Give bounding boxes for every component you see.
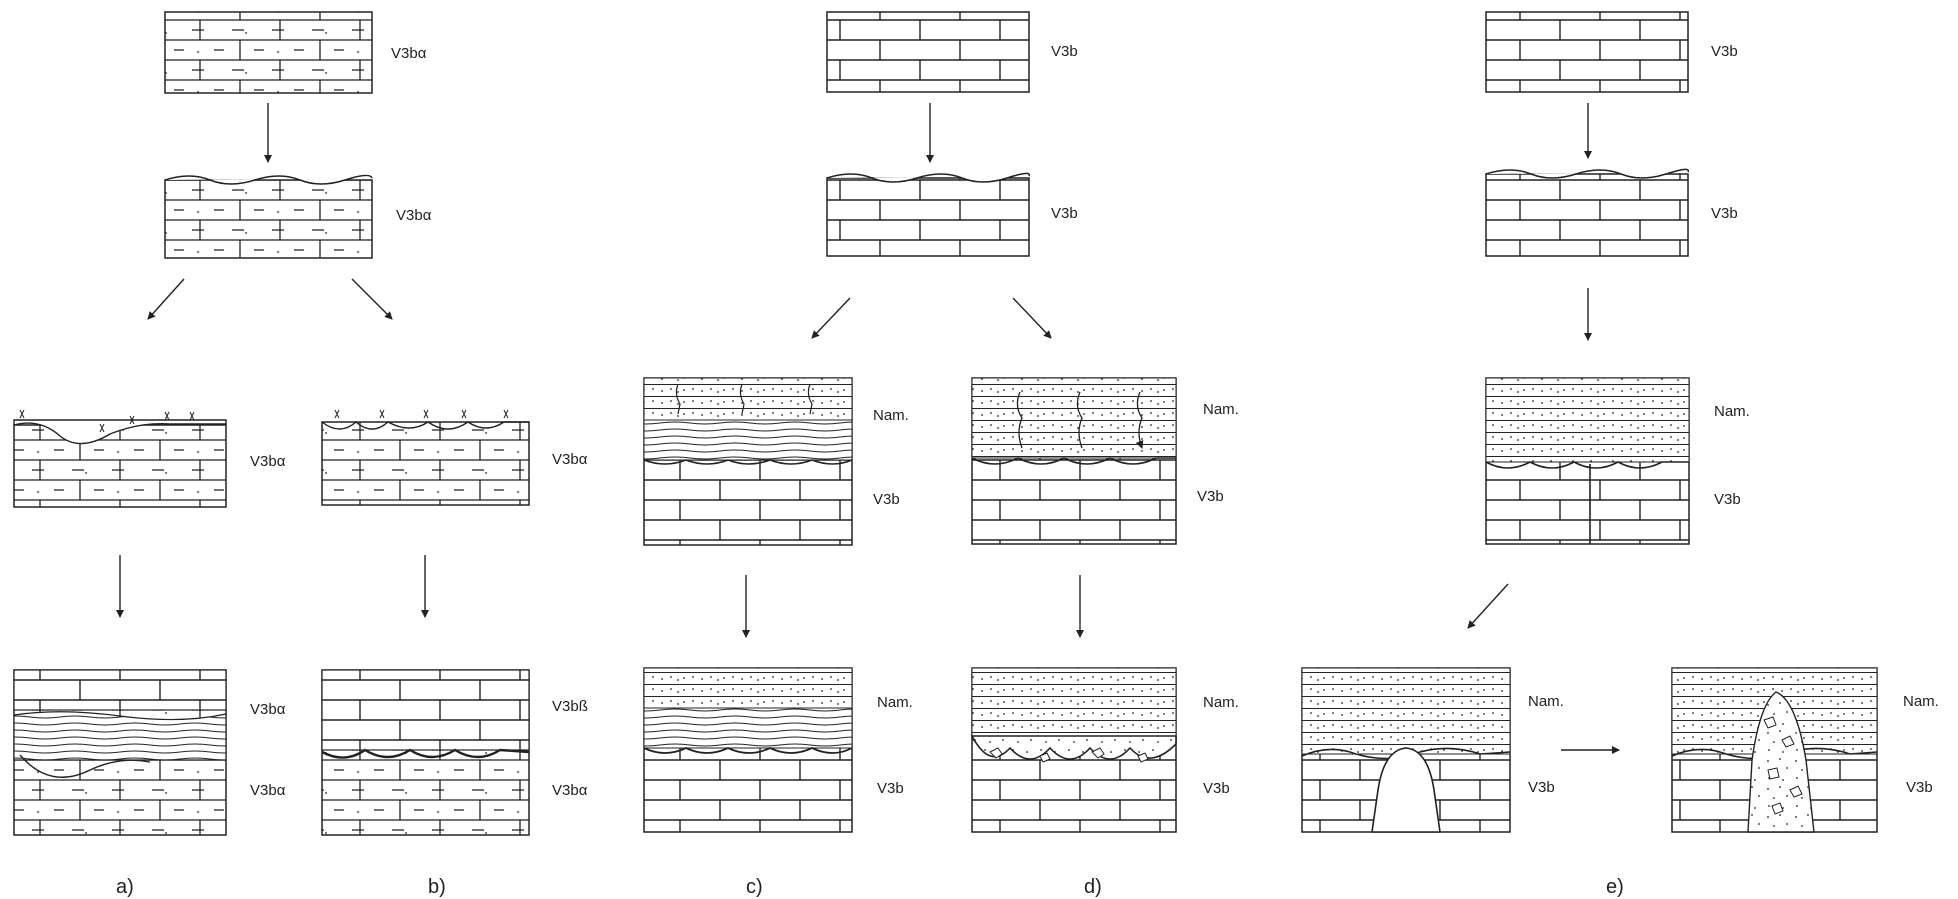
block-b-final bbox=[322, 670, 529, 835]
label-e-breccia-v3b: V3b bbox=[1906, 779, 1933, 796]
block-cd-eroded bbox=[827, 178, 1029, 256]
block-e-top bbox=[1486, 12, 1688, 92]
block-a-karst bbox=[14, 425, 226, 507]
label-a-final-top: V3bα bbox=[250, 701, 286, 718]
block-c-final bbox=[644, 668, 852, 832]
label-d-final-nam: Nam. bbox=[1203, 694, 1239, 711]
label-b-final-bottom: V3bα bbox=[552, 782, 588, 799]
label-e-mid: V3b bbox=[1711, 205, 1738, 222]
label-a-top: V3bα bbox=[391, 45, 427, 62]
label-c-v3b: V3b bbox=[873, 491, 900, 508]
label-cd-top: V3b bbox=[1051, 43, 1078, 60]
caption-d: d) bbox=[1084, 876, 1102, 898]
label-a-mid: V3bα bbox=[396, 207, 432, 224]
label-e-cave-nam: Nam. bbox=[1528, 693, 1564, 710]
arrow-e3 bbox=[1468, 584, 1508, 628]
block-c-cover bbox=[644, 378, 852, 545]
label-c-final-nam: Nam. bbox=[877, 694, 913, 711]
series-e: V3b V3b Nam. V3b Nam. V3b bbox=[1302, 12, 1939, 898]
label-d-final-v3b: V3b bbox=[1203, 780, 1230, 797]
vegetation-b bbox=[335, 410, 508, 418]
arrow-cd-right bbox=[1013, 298, 1051, 338]
caption-a: a) bbox=[116, 876, 134, 898]
block-a-eroded bbox=[165, 180, 372, 258]
label-cd-mid: V3b bbox=[1051, 205, 1078, 222]
series-ab: V3bα V3bα V3bα V3bα V3bα V3bα bbox=[14, 12, 588, 898]
label-a-final-bottom: V3bα bbox=[250, 782, 286, 799]
arrow-a-right bbox=[352, 279, 392, 319]
label-b-karst: V3bα bbox=[552, 451, 588, 468]
block-a-top bbox=[165, 12, 372, 93]
block-a-final bbox=[14, 670, 226, 835]
block-e-cave bbox=[1302, 668, 1510, 832]
label-a-karst: V3bα bbox=[250, 453, 286, 470]
block-cd-top bbox=[827, 12, 1029, 92]
label-b-final-top: V3bß bbox=[552, 698, 588, 715]
label-e-breccia-nam: Nam. bbox=[1903, 693, 1939, 710]
caption-e: e) bbox=[1606, 876, 1624, 898]
label-d-nam: Nam. bbox=[1203, 401, 1239, 418]
caption-c: c) bbox=[746, 876, 763, 898]
arrow-cd-left bbox=[812, 298, 850, 338]
label-e-cover-v3b: V3b bbox=[1714, 491, 1741, 508]
block-d-final bbox=[972, 668, 1176, 832]
label-e-cave-v3b: V3b bbox=[1528, 779, 1555, 796]
block-e-breccia bbox=[1672, 668, 1877, 832]
block-e-cover bbox=[1486, 378, 1689, 544]
block-e-eroded bbox=[1486, 174, 1688, 256]
arrow-a-left bbox=[148, 279, 184, 319]
block-b-karst bbox=[322, 422, 529, 505]
caption-b: b) bbox=[428, 876, 446, 898]
label-c-final-v3b: V3b bbox=[877, 780, 904, 797]
series-cd: V3b V3b Nam. V3b Nam. V3b bbox=[644, 12, 1239, 898]
label-e-cover-nam: Nam. bbox=[1714, 403, 1750, 420]
label-d-v3b: V3b bbox=[1197, 488, 1224, 505]
block-d-cover bbox=[972, 378, 1176, 544]
label-c-nam: Nam. bbox=[873, 407, 909, 424]
label-e-top: V3b bbox=[1711, 43, 1738, 60]
